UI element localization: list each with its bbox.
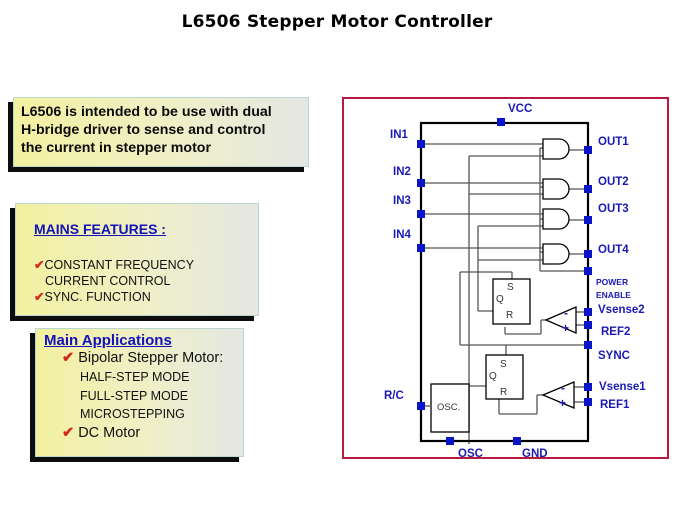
feature-text-cont: CURRENT CONTROL [45, 274, 171, 288]
application-item: ✔ Bipolar Stepper Motor: [44, 349, 243, 368]
features-heading: MAINS FEATURES : [34, 221, 166, 237]
and-gate-4 [542, 243, 570, 265]
pin-gnd [513, 437, 521, 445]
label-out1: OUT1 [598, 136, 629, 148]
application-label: DC Motor [78, 424, 141, 441]
flip-flop-1 [485, 354, 524, 400]
pin-vsense2 [584, 308, 592, 316]
comparator-1 [541, 381, 575, 409]
ff2-r-label: R [506, 310, 513, 321]
pin-in3 [417, 210, 425, 218]
and-gate-3 [542, 208, 570, 230]
pin-ref2 [584, 321, 592, 329]
label-out3: OUT3 [598, 203, 629, 215]
label-vsense1: Vsense1 [599, 381, 646, 393]
application-label: Bipolar Stepper Motor: [78, 350, 224, 366]
application-sub: FULL-STEP MODE [80, 388, 189, 403]
pin-out1 [584, 146, 592, 154]
label-enable: ENABLE [596, 290, 631, 300]
page-title: L6506 Stepper Motor Controller [181, 12, 493, 32]
intro-line: the current in stepper motor [21, 140, 211, 156]
flip-flop-2 [492, 278, 531, 325]
label-vsense2: Vsense2 [598, 304, 645, 316]
pin-out2 [584, 185, 592, 193]
label-out4: OUT4 [598, 244, 629, 256]
pin-vcc [497, 118, 505, 126]
check-icon: ✔ [34, 290, 45, 304]
pin-power-enable [584, 267, 592, 275]
label-gnd: GND [522, 448, 548, 457]
application-sub: HALF-STEP MODE [80, 370, 190, 384]
application-item: ✔ DC Motor [44, 424, 243, 443]
block-diagram: S Q R S Q R OSC. - + - + [342, 97, 669, 460]
intro-callout: L6506 is intended to be use with dual H-… [13, 97, 309, 167]
ff2-s-label: S [507, 282, 514, 293]
pin-vsense1 [584, 383, 592, 391]
pin-in4 [417, 244, 425, 252]
label-sync: SYNC [598, 350, 630, 362]
pin-sync [584, 341, 592, 349]
pin-osc [446, 437, 454, 445]
check-icon: ✔ [62, 350, 75, 366]
application-sub: MICROSTEPPING [80, 407, 185, 421]
label-in2: IN2 [393, 166, 411, 178]
ff1-q-label: Q [489, 371, 497, 382]
feature-text: CONSTANT FREQUENCY [44, 258, 195, 272]
label-in3: IN3 [393, 195, 411, 207]
pin-rc [417, 402, 425, 410]
applications-callout: Main Applications ✔ Bipolar Stepper Moto… [35, 328, 244, 457]
ff1-r-label: R [500, 387, 507, 398]
comp2-minus: - [564, 306, 568, 320]
pin-in1 [417, 140, 425, 148]
comp1-minus: - [561, 381, 565, 395]
label-ref1: REF1 [600, 399, 630, 411]
feature-item: ✔SYNC. FUNCTION [34, 289, 258, 305]
check-icon: ✔ [34, 258, 45, 272]
features-callout: MAINS FEATURES : ✔CONSTANT FREQUENCY CUR… [15, 203, 259, 316]
comp1-plus: + [559, 396, 566, 410]
comparator-2 [544, 306, 577, 334]
pin-ref1 [584, 398, 592, 406]
label-in1: IN1 [390, 129, 409, 141]
intro-line: H-bridge driver to sense and control [21, 122, 266, 138]
label-in4: IN4 [393, 229, 412, 241]
feature-text: SYNC. FUNCTION [44, 290, 151, 304]
feature-item: ✔CONSTANT FREQUENCY [34, 257, 258, 273]
applications-heading: Main Applications [44, 332, 172, 349]
label-ref2: REF2 [601, 326, 630, 338]
pin-out3 [584, 216, 592, 224]
label-vcc: VCC [508, 103, 532, 115]
ff2-q-label: Q [496, 294, 504, 305]
intro-line: L6506 is intended to be use with dual [21, 104, 272, 120]
block-diagram-svg: S Q R S Q R OSC. - + - + [384, 103, 646, 460]
comp2-plus: + [562, 321, 569, 335]
and-gate-2 [542, 178, 570, 200]
and-gate-1 [542, 138, 570, 160]
pin-in2 [417, 179, 425, 187]
label-out2: OUT2 [598, 176, 629, 188]
ff1-s-label: S [500, 359, 507, 370]
pin-out4 [584, 250, 592, 258]
label-osc: OSC [458, 448, 483, 457]
oscillator-block [430, 383, 470, 433]
check-icon: ✔ [62, 424, 75, 441]
osc-block-label: OSC. [437, 402, 460, 413]
label-rc: R/C [384, 390, 404, 402]
label-power: POWER [596, 277, 628, 287]
